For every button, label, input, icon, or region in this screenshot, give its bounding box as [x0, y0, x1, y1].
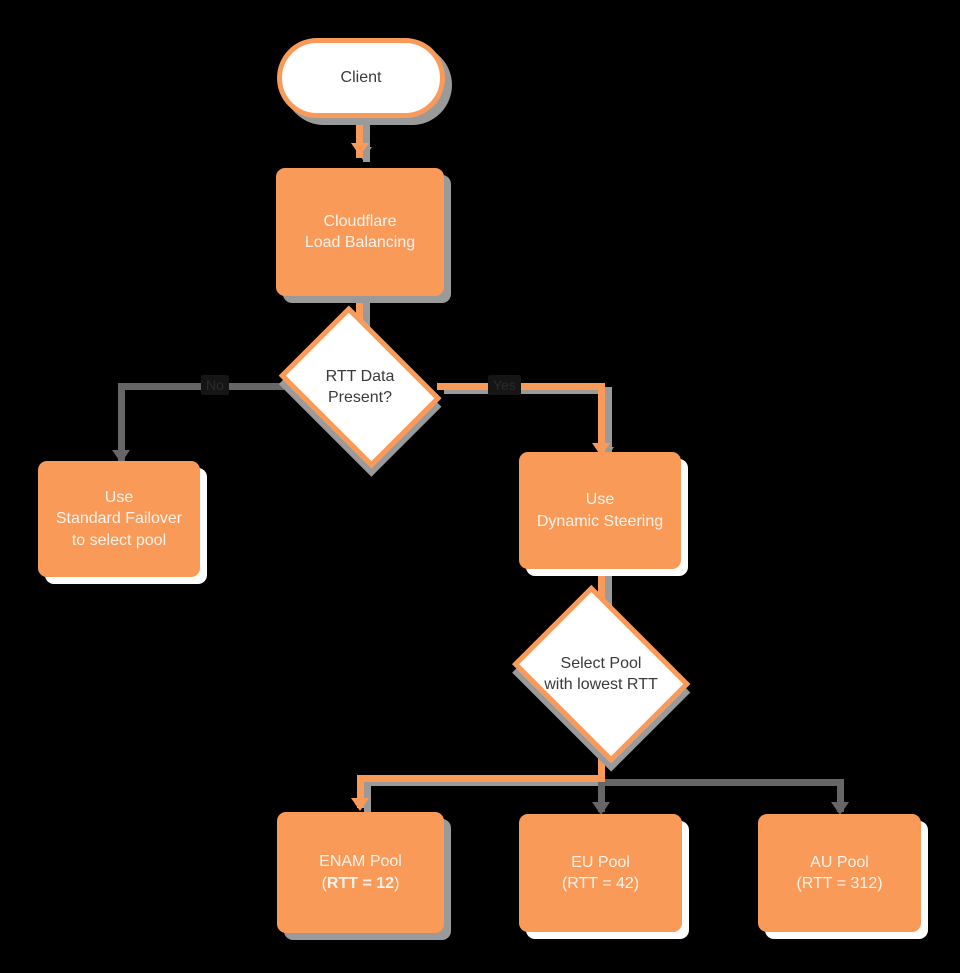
- edge-select-to-enam-vertical: [357, 775, 364, 808]
- node-enam-pool-label: ENAM Pool (RTT = 12): [319, 851, 402, 893]
- node-select-pool-line1: Select Pool: [560, 654, 642, 672]
- node-select-pool-line2: with lowest RTT: [544, 676, 658, 693]
- node-enam-pool-rtt: RTT = 12: [326, 874, 395, 892]
- node-load-balancing-line1: Cloudflare: [323, 212, 397, 230]
- edge-client-to-lb: [356, 114, 363, 158]
- node-standard-failover[interactable]: Use Standard Failover to select pool: [38, 461, 200, 577]
- node-au-pool-rtt: RTT = 312: [801, 875, 878, 892]
- node-eu-pool-paren-open: (: [561, 875, 568, 892]
- edge-label-no: No: [201, 375, 229, 395]
- node-rtt-line2: Present?: [327, 389, 393, 406]
- node-enam-pool-line1: ENAM Pool: [319, 853, 402, 871]
- node-eu-pool[interactable]: EU Pool (RTT = 42): [519, 814, 682, 932]
- node-au-pool[interactable]: AU Pool (RTT = 312): [758, 814, 921, 932]
- node-client[interactable]: Client: [277, 38, 445, 118]
- node-enam-pool[interactable]: ENAM Pool (RTT = 12): [277, 812, 444, 933]
- edge-yes-horizontal-shadow: [444, 387, 612, 394]
- edge-yes-vertical: [598, 383, 605, 457]
- edge-select-to-enam-arrowhead: [351, 798, 369, 811]
- node-dynamic-steering[interactable]: Use Dynamic Steering: [519, 452, 681, 569]
- edge-select-to-enam-horizontal-shadow: [364, 779, 605, 786]
- edge-select-to-enam-vertical-shadow: [364, 779, 371, 812]
- edge-no-vertical: [118, 383, 125, 461]
- edge-client-to-lb-arrowhead: [351, 143, 369, 156]
- edge-ds-to-select: [598, 569, 605, 615]
- node-dynamic-steering-line2: Dynamic Steering: [536, 512, 664, 530]
- node-select-pool[interactable]: Select Pool with lowest RTT: [511, 584, 691, 764]
- node-standard-failover-line3: to select pool: [71, 531, 167, 549]
- node-dynamic-steering-line1: Use: [585, 491, 615, 509]
- edge-label-yes: Yes: [488, 375, 521, 395]
- edge-no-arrowhead: [112, 450, 130, 463]
- node-standard-failover-line2: Standard Failover: [55, 510, 183, 528]
- edge-lb-to-rtt-shadow: [363, 296, 370, 336]
- edge-select-to-au-horizontal: [601, 779, 844, 786]
- node-au-pool-line1: AU Pool: [810, 853, 869, 871]
- edge-client-to-lb-shadow: [363, 118, 370, 162]
- edge-select-to-au-vertical: [837, 779, 844, 812]
- edge-select-stub: [598, 745, 605, 779]
- node-load-balancing-label: Cloudflare Load Balancing: [305, 211, 415, 253]
- node-au-pool-label: AU Pool (RTT = 312): [796, 852, 882, 894]
- node-enam-pool-paren-close: ): [394, 874, 400, 892]
- node-rtt-data-present[interactable]: RTT Data Present?: [276, 305, 444, 469]
- edge-select-to-enam-horizontal: [357, 775, 605, 782]
- edge-ds-to-select-shadow: [605, 573, 612, 619]
- node-eu-pool-label: EU Pool (RTT = 42): [562, 852, 639, 894]
- node-eu-pool-line1: EU Pool: [571, 853, 630, 871]
- node-load-balancing-line2: Load Balancing: [304, 234, 416, 251]
- edge-yes-vertical-shadow: [605, 387, 612, 461]
- node-enam-pool-paren-open: (: [321, 874, 327, 892]
- edge-select-to-eu-vertical: [598, 779, 605, 812]
- node-rtt-data-present-label: RTT Data Present?: [276, 325, 444, 449]
- node-standard-failover-label: Use Standard Failover to select pool: [56, 487, 182, 550]
- edge-select-to-eu-arrowhead: [592, 802, 610, 815]
- node-dynamic-steering-label: Use Dynamic Steering: [537, 489, 663, 531]
- edge-lb-to-rtt: [356, 292, 363, 332]
- edge-select-to-au-arrowhead: [831, 802, 849, 815]
- node-load-balancing[interactable]: Cloudflare Load Balancing: [276, 168, 444, 296]
- node-au-pool-paren-open: (: [796, 875, 802, 892]
- node-rtt-line1: RTT Data: [325, 367, 395, 385]
- node-au-pool-paren-close: ): [877, 875, 883, 892]
- node-eu-pool-rtt: RTT = 42: [567, 875, 634, 892]
- node-eu-pool-paren-close: ): [633, 875, 640, 892]
- node-client-label: Client: [340, 69, 382, 87]
- node-select-pool-label: Select Pool with lowest RTT: [511, 603, 691, 745]
- node-standard-failover-line1: Use: [104, 489, 134, 507]
